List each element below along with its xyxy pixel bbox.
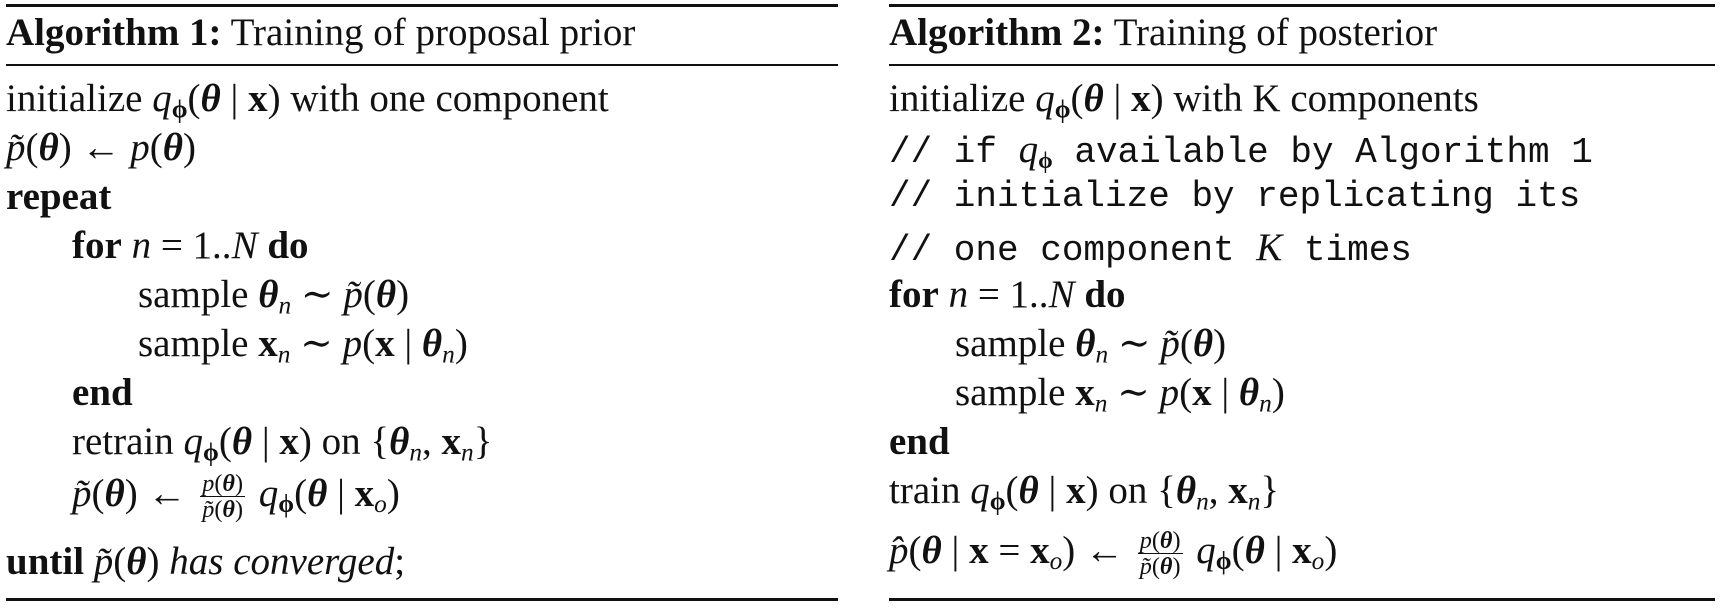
algorithm-2: Algorithm 2: Training of posterior initi…: [889, 0, 1715, 610]
algo-line: end: [72, 371, 133, 414]
algo-line: until p̃(θ) has converged;: [6, 540, 406, 583]
algo-line: p̂(θ | x = xo) ← p(θ)p̃(θ) qϕ(θ | xo): [889, 527, 1338, 581]
bottom-rule: [889, 598, 1715, 601]
algo-line: initialize qϕ(θ | x) with one component: [6, 77, 609, 124]
algo-line: repeat: [6, 175, 112, 218]
top-rule: [6, 4, 838, 7]
algo-line: p̃(θ) ← p(θ): [6, 126, 196, 169]
comment-line: // one component K times: [889, 226, 1412, 271]
algo-line: train qϕ(θ | x) on {θn, xn}: [889, 469, 1280, 516]
caption-title: Training of proposal prior: [230, 11, 636, 54]
algo-line: p̃(θ) ← p(θ)p̃(θ) qϕ(θ | xo): [72, 470, 400, 524]
bottom-rule: [6, 598, 838, 601]
algo-line: for n = 1..N do: [72, 224, 309, 267]
algo-line: initialize qϕ(θ | x) with K components: [889, 77, 1479, 124]
caption-title: Training of posterior: [1113, 11, 1438, 54]
algo-line: sample θn ∼ p̃(θ): [138, 273, 410, 320]
caption-rule: [889, 64, 1715, 66]
algo-line: sample θn ∼ p̃(θ): [955, 322, 1227, 369]
algo-line: end: [889, 420, 950, 463]
algo-line: sample xn ∼ p(x | θn): [138, 322, 468, 369]
algorithm-caption: Algorithm 2: Training of posterior: [889, 10, 1437, 55]
comment-line: // initialize by replicating its: [889, 176, 1581, 217]
algo-line: retrain qϕ(θ | x) on {θn, xn}: [72, 420, 493, 467]
top-rule: [889, 4, 1715, 7]
caption-label: Algorithm 1:: [6, 11, 222, 54]
caption-rule: [6, 64, 838, 66]
caption-label: Algorithm 2:: [889, 11, 1105, 54]
algo-line: sample xn ∼ p(x | θn): [955, 371, 1285, 418]
algorithm-caption: Algorithm 1: Training of proposal prior: [6, 10, 635, 55]
comment-line: // if qϕ available by Algorithm 1: [889, 128, 1593, 174]
algo-line: for n = 1..N do: [889, 273, 1126, 316]
algorithm-1: Algorithm 1: Training of proposal prior …: [6, 0, 838, 610]
